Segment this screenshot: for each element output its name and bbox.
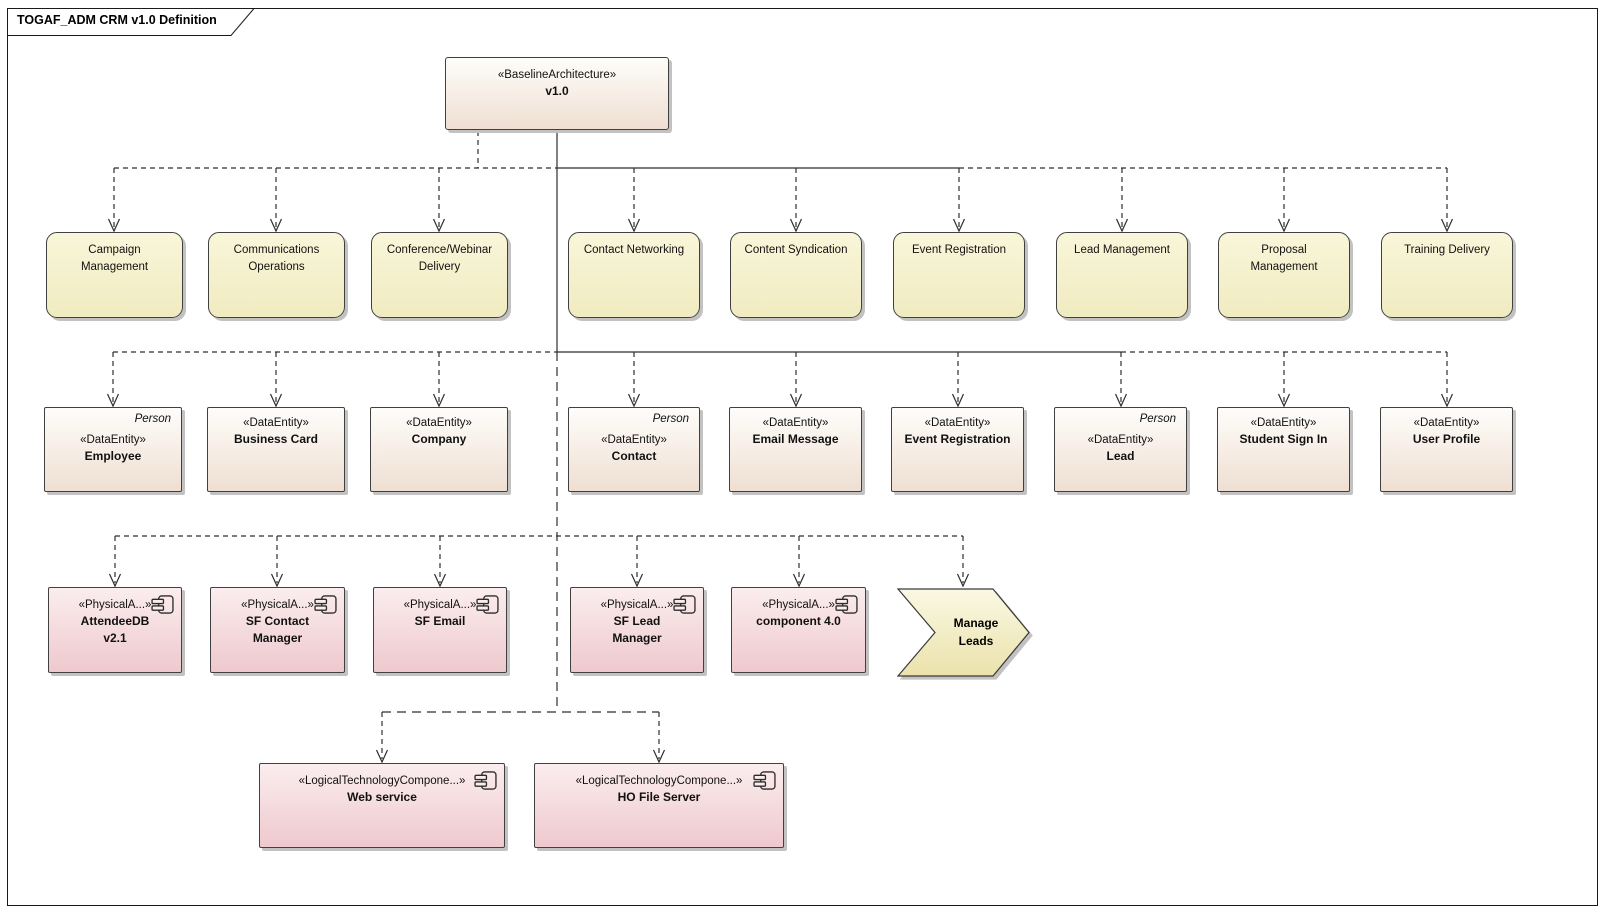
entity-node-student-sign-in[interactable]: «DataEntity» Student Sign In — [1217, 407, 1350, 492]
diagram-title: TOGAF_ADM CRM v1.0 Definition — [17, 13, 217, 27]
entity-stereotype: «DataEntity» — [406, 417, 472, 429]
component-icon — [835, 595, 858, 614]
node-baseline-architecture[interactable]: «BaselineArchitecture» v1.0 — [445, 57, 669, 130]
entity-stereotype: «DataEntity» — [243, 417, 309, 429]
process-name: Manage Leads — [953, 616, 999, 648]
entity-tag: Person — [652, 413, 689, 425]
component-name: SF Lead Manager — [612, 614, 662, 645]
function-label: Lead Management — [1074, 244, 1170, 256]
component-stereotype: «LogicalTechnologyCompone...» — [575, 775, 743, 787]
component-icon — [753, 771, 776, 790]
root-stereotype: «BaselineArchitecture» — [497, 69, 617, 81]
entity-name: Student Sign In — [1239, 432, 1328, 446]
function-node-conference-webinar-delivery[interactable]: Conference/Webinar Delivery — [371, 232, 508, 318]
entity-stereotype: «DataEntity» — [1250, 417, 1317, 429]
entity-tag: Person — [1139, 413, 1176, 425]
component-node-sf-email[interactable]: «PhysicalA...» SF Email — [373, 587, 507, 673]
entity-node-contact[interactable]: Person «DataEntity» Contact — [568, 407, 700, 492]
entity-node-employee[interactable]: Person «DataEntity» Employee — [44, 407, 182, 492]
entity-name: Company — [411, 432, 467, 446]
entity-node-event-registration[interactable]: «DataEntity» Event Registration — [891, 407, 1024, 492]
function-node-proposal-management[interactable]: Proposal Management — [1218, 232, 1350, 318]
entity-stereotype: «DataEntity» — [1087, 434, 1154, 446]
entity-node-email-message[interactable]: «DataEntity» Email Message — [729, 407, 862, 492]
component-icon — [474, 771, 497, 790]
function-node-lead-management[interactable]: Lead Management — [1056, 232, 1188, 318]
entity-name: User Profile — [1412, 432, 1481, 446]
component-stereotype: «PhysicalA...» — [762, 599, 835, 611]
function-label: Training Delivery — [1404, 244, 1490, 256]
function-node-training-delivery[interactable]: Training Delivery — [1381, 232, 1513, 318]
function-label: Campaign Management — [80, 244, 149, 273]
entity-tag: Person — [134, 413, 171, 425]
component-stereotype: «PhysicalA...» — [403, 599, 477, 611]
diagram-tab-shape — [7, 8, 256, 36]
component-stereotype: «PhysicalA...» — [241, 599, 314, 611]
component-icon — [314, 595, 337, 614]
function-label: Conference/Webinar Delivery — [386, 244, 493, 273]
component-name: SF Email — [414, 614, 466, 628]
entity-stereotype: «DataEntity» — [1413, 417, 1480, 429]
entity-name: Email Message — [752, 432, 839, 446]
root-name: v1.0 — [545, 84, 569, 98]
component-stereotype: «PhysicalA...» — [78, 599, 152, 611]
component-node-ho-file-server[interactable]: «LogicalTechnologyCompone...» HO File Se… — [534, 763, 784, 848]
entity-node-user-profile[interactable]: «DataEntity» User Profile — [1380, 407, 1513, 492]
component-node-component-4-0[interactable]: «PhysicalA...» component 4.0 — [731, 587, 866, 673]
entity-stereotype: «DataEntity» — [762, 417, 829, 429]
function-label: Content Syndication — [744, 244, 848, 256]
function-label: Proposal Management — [1250, 244, 1318, 273]
function-node-communications-operations[interactable]: Communications Operations — [208, 232, 345, 318]
component-icon — [673, 595, 696, 614]
component-icon — [476, 595, 499, 614]
component-stereotype: «LogicalTechnologyCompone...» — [298, 775, 466, 787]
component-name: SF Contact Manager — [245, 614, 310, 645]
component-node-sf-lead-manager[interactable]: «PhysicalA...» SF Lead Manager — [570, 587, 704, 673]
entity-name: Contact — [611, 449, 657, 463]
component-name: AttendeeDB v2.1 — [80, 614, 150, 645]
component-node-web-service[interactable]: «LogicalTechnologyCompone...» Web servic… — [259, 763, 505, 848]
function-node-content-syndication[interactable]: Content Syndication — [730, 232, 862, 318]
entity-node-lead[interactable]: Person «DataEntity» Lead — [1054, 407, 1187, 492]
function-node-event-registration[interactable]: Event Registration — [893, 232, 1025, 318]
chevron-shape — [896, 588, 1030, 677]
entity-node-company[interactable]: «DataEntity» Company — [370, 407, 508, 492]
component-node-sf-contact-manager[interactable]: «PhysicalA...» SF Contact Manager — [210, 587, 345, 673]
component-node-attendeedb[interactable]: «PhysicalA...» AttendeeDB v2.1 — [48, 587, 182, 673]
component-name: HO File Server — [617, 790, 701, 804]
function-label: Event Registration — [912, 244, 1006, 256]
process-node-manage-leads[interactable]: Manage Leads — [896, 588, 1031, 677]
diagram-frame — [7, 8, 1598, 906]
function-label: Communications Operations — [233, 244, 320, 273]
entity-name: Event Registration — [904, 432, 1011, 446]
function-node-campaign-management[interactable]: Campaign Management — [46, 232, 183, 318]
entity-stereotype: «DataEntity» — [80, 434, 146, 446]
entity-node-business-card[interactable]: «DataEntity» Business Card — [207, 407, 345, 492]
component-icon — [151, 595, 174, 614]
function-node-contact-networking[interactable]: Contact Networking — [568, 232, 700, 318]
entity-stereotype: «DataEntity» — [601, 434, 667, 446]
component-stereotype: «PhysicalA...» — [600, 599, 674, 611]
component-name: Web service — [347, 790, 417, 804]
entity-name: Lead — [1106, 449, 1135, 463]
entity-name: Business Card — [233, 432, 319, 446]
entity-name: Employee — [84, 449, 142, 463]
entity-stereotype: «DataEntity» — [924, 417, 991, 429]
function-label: Contact Networking — [583, 244, 685, 256]
component-name: component 4.0 — [756, 614, 841, 628]
